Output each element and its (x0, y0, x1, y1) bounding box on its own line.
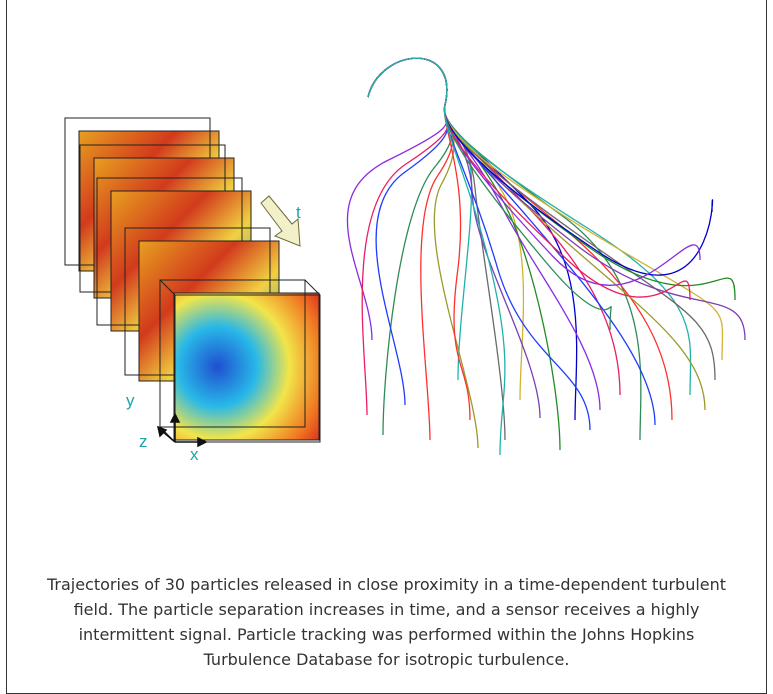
x-axis-label: x (190, 445, 199, 464)
figure-caption: Trajectories of 30 particles released in… (46, 575, 727, 669)
time-arrow (260, 195, 301, 247)
particle-trajectory (367, 57, 541, 419)
particle-trajectory (367, 57, 656, 426)
turbulence-slice (173, 292, 320, 441)
particle-trajectory (367, 57, 506, 456)
particle-trajectory (367, 57, 453, 436)
time-label: t (296, 203, 301, 222)
z-axis-label: z (139, 432, 148, 451)
particle-trajectory (367, 57, 601, 411)
particle-trajectory (367, 57, 706, 411)
particle-trajectory (367, 57, 692, 396)
turbulence-figure: t y z x (64, 57, 746, 464)
axes-indicator (156, 412, 208, 448)
particle-trajectory (367, 57, 561, 451)
particle-trajectory (367, 57, 701, 286)
particle-trajectory (367, 57, 454, 441)
particle-trajectories (346, 57, 746, 456)
particle-trajectory (367, 57, 612, 331)
front-cube-outline (159, 279, 321, 443)
particle-trajectory (367, 57, 471, 421)
particle-trajectory (367, 57, 525, 401)
y-axis-label: y (126, 391, 135, 410)
particle-trajectory (367, 57, 724, 361)
turbulence-slice-stack (64, 117, 320, 441)
particle-trajectory (367, 57, 736, 301)
particle-trajectory (367, 57, 473, 381)
particle-trajectory (367, 57, 691, 301)
